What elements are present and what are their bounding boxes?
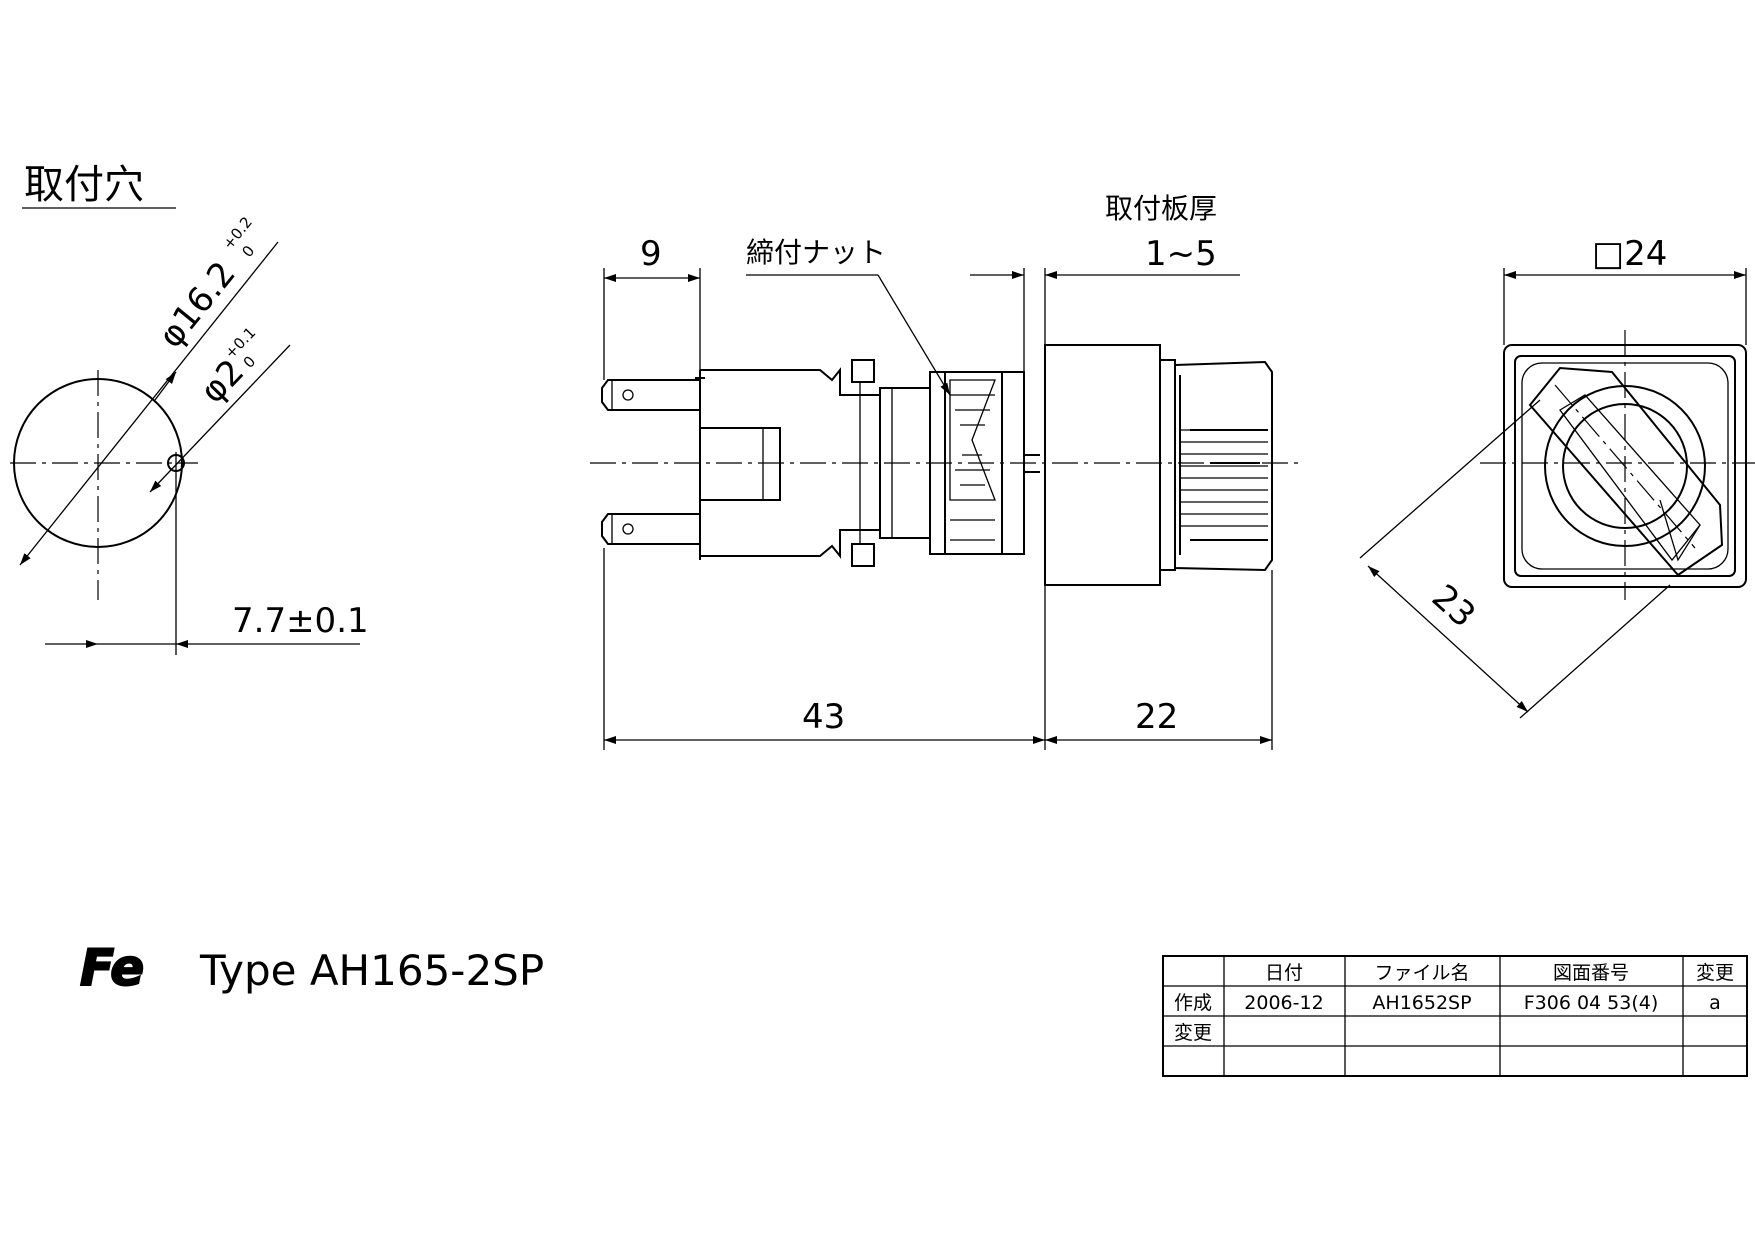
brand-logo: Fe [80, 939, 144, 997]
pin-dia-label-group: φ2 +0.1 0 [193, 324, 260, 412]
type-label: Type AH165-2SP [199, 946, 544, 995]
panel-label: 取付板厚 [1105, 192, 1217, 225]
bezel-step [1160, 359, 1176, 571]
th-drawing-no: 図面番号 [1553, 962, 1629, 984]
row-created-file: AH1652SP [1372, 992, 1471, 1014]
knob-lever-face [1559, 394, 1701, 562]
selector-knob [1174, 360, 1273, 572]
front-view: □24 23 [1359, 234, 1755, 719]
main-dia-tol-lower: 0 [238, 242, 258, 261]
pin-dia-tol-lower: 0 [240, 352, 260, 371]
pin-dia-leader [149, 344, 291, 493]
tightening-nut [929, 371, 1025, 555]
th-date: 日付 [1265, 962, 1303, 984]
main-dia-arrow [154, 371, 177, 401]
row-created-change: a [1709, 992, 1721, 1014]
square-dim-label: □24 [1592, 234, 1667, 274]
dim-terminal-label: 9 [640, 234, 662, 274]
terminal-lower [601, 513, 701, 545]
diag-dim-label: 23 [1424, 577, 1483, 636]
nut-label: 締付ナット [746, 236, 886, 269]
row-created-date: 2006-12 [1244, 992, 1323, 1014]
th-change: 変更 [1696, 962, 1734, 984]
main-dia-leader [19, 241, 279, 566]
type-title: Fe Type AH165-2SP [79, 938, 544, 998]
row-change-label: 変更 [1174, 1022, 1212, 1044]
diag-ext-a [1359, 399, 1541, 559]
diag-dim-line [1367, 565, 1529, 713]
main-dia-tol-upper: +0.2 [219, 213, 256, 253]
dim-front-label: 22 [1135, 697, 1178, 737]
diag-dim-label-group: 23 [1424, 577, 1483, 636]
knob-axis [1554, 384, 1696, 549]
diag-ext-b [1519, 584, 1671, 719]
panel-range-label: 1~5 [1145, 234, 1217, 274]
terminal-upper [601, 379, 701, 411]
front-bezel [1044, 344, 1161, 586]
nut-leader-arrow [877, 274, 951, 396]
knob-lever-tip [1659, 499, 1701, 562]
mounting-hole-title: 取付穴 [24, 162, 144, 208]
th-file: ファイル名 [1374, 962, 1469, 984]
side-view: 9 締付ナット 取付板厚 1~5 43 22 [590, 192, 1300, 750]
offset-dim-label: 7.7±0.1 [232, 601, 369, 641]
pin-dia-tol-upper: +0.1 [221, 324, 259, 363]
knob-lever [1528, 366, 1724, 577]
title-block: 日付 ファイル名 図面番号 変更 作成 2006-12 AH1652SP F30… [1162, 955, 1748, 1077]
row-created-drawing-no: F306 04 53(4) [1524, 992, 1659, 1014]
dim-body-label: 43 [802, 697, 845, 737]
mounting-hole-view: 取付穴 φ16.2 +0.2 0 φ2 +0.1 0 7.7±0.1 [10, 162, 369, 655]
row-created-label: 作成 [1174, 992, 1212, 1014]
